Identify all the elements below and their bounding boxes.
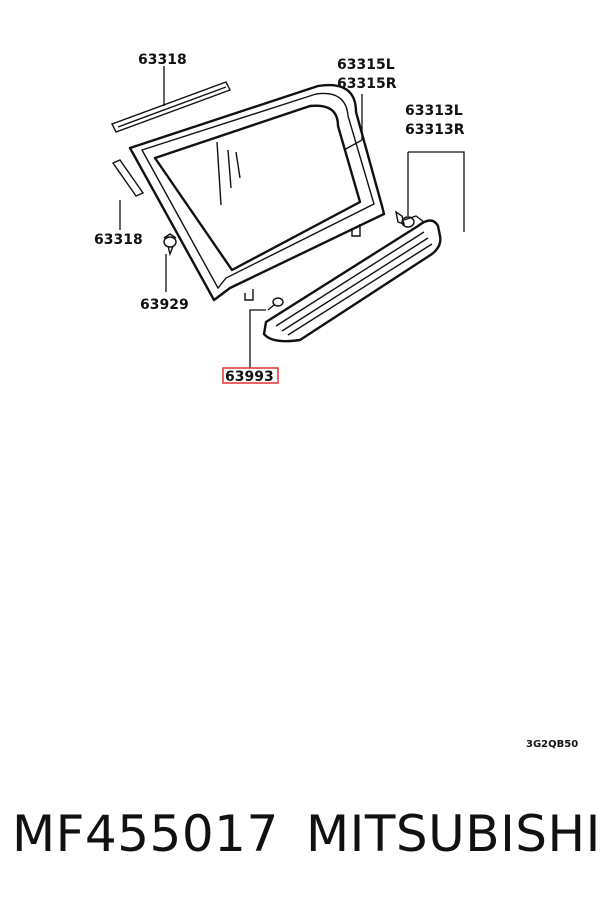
callout-garnish-right: 63313R	[405, 122, 465, 138]
callout-side-molding: 63318	[94, 232, 143, 248]
side-molding-part	[111, 159, 145, 197]
callout-fastener: 63993	[225, 369, 274, 385]
callout-upper-molding: 63318	[138, 52, 187, 68]
quarter-glass-part	[128, 83, 386, 302]
callout-glass-right: 63315R	[337, 76, 397, 92]
callout-highlight-box	[222, 367, 279, 384]
callout-glass-left: 63315L	[337, 57, 395, 73]
footer-brand: MITSUBISHI	[306, 805, 600, 863]
fastener-part	[267, 297, 284, 311]
callout-garnish-left: 63313L	[405, 103, 463, 119]
footer: MF455017 MITSUBISHI	[0, 795, 600, 885]
parts-diagram: 63318 63315L 63315R 63313L 63313R 63318 …	[94, 52, 578, 750]
diagram-code: 3G2QB50	[526, 739, 578, 750]
upper-molding-part	[111, 81, 231, 133]
garnish-clip-part	[394, 210, 415, 228]
leader-garnish-top	[408, 151, 465, 232]
leader-fastener	[249, 309, 266, 368]
leader-glass-tick	[343, 139, 363, 151]
footer-part-number: MF455017	[12, 805, 279, 863]
callout-clip: 63929	[140, 297, 189, 313]
clip-part	[163, 233, 177, 257]
garnish-part	[262, 215, 442, 343]
